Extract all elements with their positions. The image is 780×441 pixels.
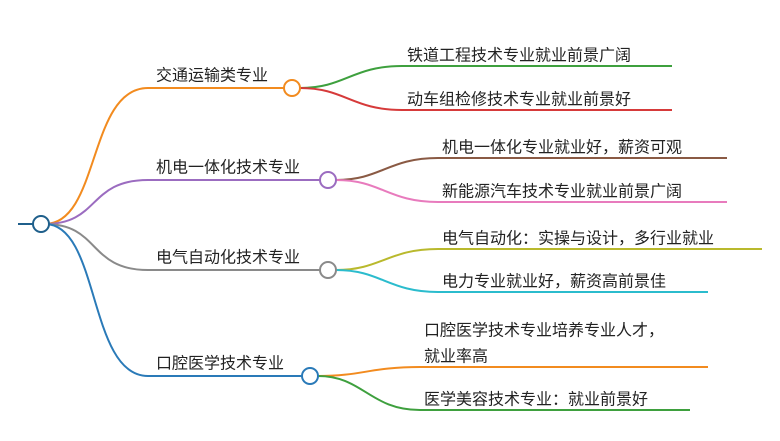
leaf-label-2-2: 新能源汽车技术专业就业前景广阔 — [442, 182, 682, 201]
branch-connector-1 — [44, 87, 149, 225]
leaf-connector-1-2 — [299, 87, 403, 111]
connector-lines — [18, 65, 762, 411]
leaf-label-3-1: 电气自动化：实操与设计，多行业就业 — [442, 229, 714, 248]
leaf-connector-3-1 — [335, 248, 439, 271]
leaf-label-2-1: 机电一体化专业就业好，薪资可观 — [442, 138, 682, 157]
branch-connector-4 — [44, 223, 149, 377]
branch-connector-2 — [44, 179, 149, 225]
leaf-connector-4-2 — [317, 375, 421, 411]
branch-node-4[interactable] — [301, 367, 319, 385]
leaf-label-4-1-line-1: 口腔医学技术专业培养专业人才， — [424, 321, 664, 340]
branch-label-1: 交通运输类专业 — [156, 66, 268, 85]
root-node[interactable] — [32, 215, 50, 233]
leaf-connector-2-1 — [335, 157, 439, 181]
branch-node-2[interactable] — [319, 171, 337, 189]
leaf-connector-2-2 — [335, 179, 439, 203]
leaf-label-3-2: 电力专业就业好，薪资高前景佳 — [442, 272, 666, 291]
leaf-label-4-2: 医学美容技术专业：就业前景好 — [424, 390, 648, 409]
branch-connector-3 — [44, 223, 149, 271]
branch-node-3[interactable] — [319, 261, 337, 279]
branch-label-3: 电气自动化技术专业 — [156, 248, 300, 267]
leaf-connector-3-2 — [335, 269, 439, 293]
leaf-connector-4-1 — [317, 366, 421, 377]
leaf-label-1-2: 动车组检修技术专业就业前景好 — [407, 90, 631, 109]
leaf-label-4-1-line-2: 就业率高 — [424, 347, 488, 366]
branch-node-1[interactable] — [283, 79, 301, 97]
leaf-connector-1-1 — [299, 65, 403, 89]
leaf-label-1-1: 铁道工程技术专业就业前景广阔 — [407, 46, 631, 65]
branch-label-2: 机电一体化技术专业 — [156, 158, 300, 177]
branch-label-4: 口腔医学技术专业 — [156, 354, 284, 373]
